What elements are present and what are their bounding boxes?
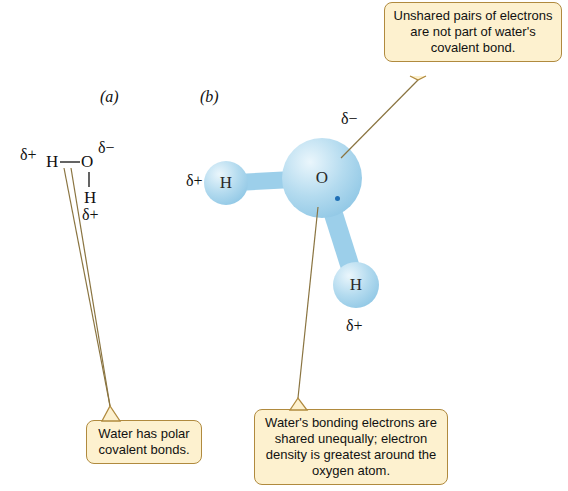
formula-symbol: δ+ — [346, 317, 363, 335]
callout-tail — [410, 76, 426, 80]
formula-symbol: H — [84, 188, 96, 208]
callout-box: Unshared pairs of electrons are not part… — [384, 2, 562, 62]
formula-symbol: δ− — [98, 139, 115, 157]
leader-line — [71, 168, 110, 406]
atom-symbol: O — [316, 168, 328, 188]
electron-dot — [335, 196, 340, 201]
bond-line — [60, 161, 80, 162]
panel-label: (a) — [100, 88, 119, 106]
formula-symbol: H — [46, 152, 58, 172]
panel-label: (b) — [200, 88, 219, 106]
callout-box: Water has polar covalent bonds. — [86, 420, 202, 464]
atom-symbol: H — [220, 173, 232, 193]
leader-line — [341, 80, 418, 158]
bond-stroke — [332, 210, 351, 268]
atom-sphere: H — [204, 161, 248, 205]
leader-line — [298, 207, 318, 398]
atom-sphere: O — [282, 138, 362, 218]
callout-text: Water has polar covalent bonds. — [94, 426, 194, 458]
formula-symbol: δ− — [341, 110, 358, 128]
formula-symbol: O — [81, 152, 93, 172]
callout-text: Unshared pairs of electrons are not part… — [392, 8, 554, 56]
atom-symbol: H — [350, 275, 362, 295]
formula-symbol: δ+ — [20, 146, 37, 164]
leader-line — [64, 168, 110, 406]
atom-sphere: H — [333, 262, 379, 308]
covalent-bond — [332, 210, 351, 268]
bond-line — [88, 172, 89, 187]
callout-box: Water's bonding electrons are shared une… — [254, 409, 448, 485]
formula-symbol: δ+ — [186, 172, 203, 190]
callout-text: Water's bonding electrons are shared une… — [262, 415, 440, 479]
formula-symbol: δ+ — [82, 206, 99, 224]
callout-tail — [290, 398, 307, 410]
callout-tail — [102, 406, 120, 421]
